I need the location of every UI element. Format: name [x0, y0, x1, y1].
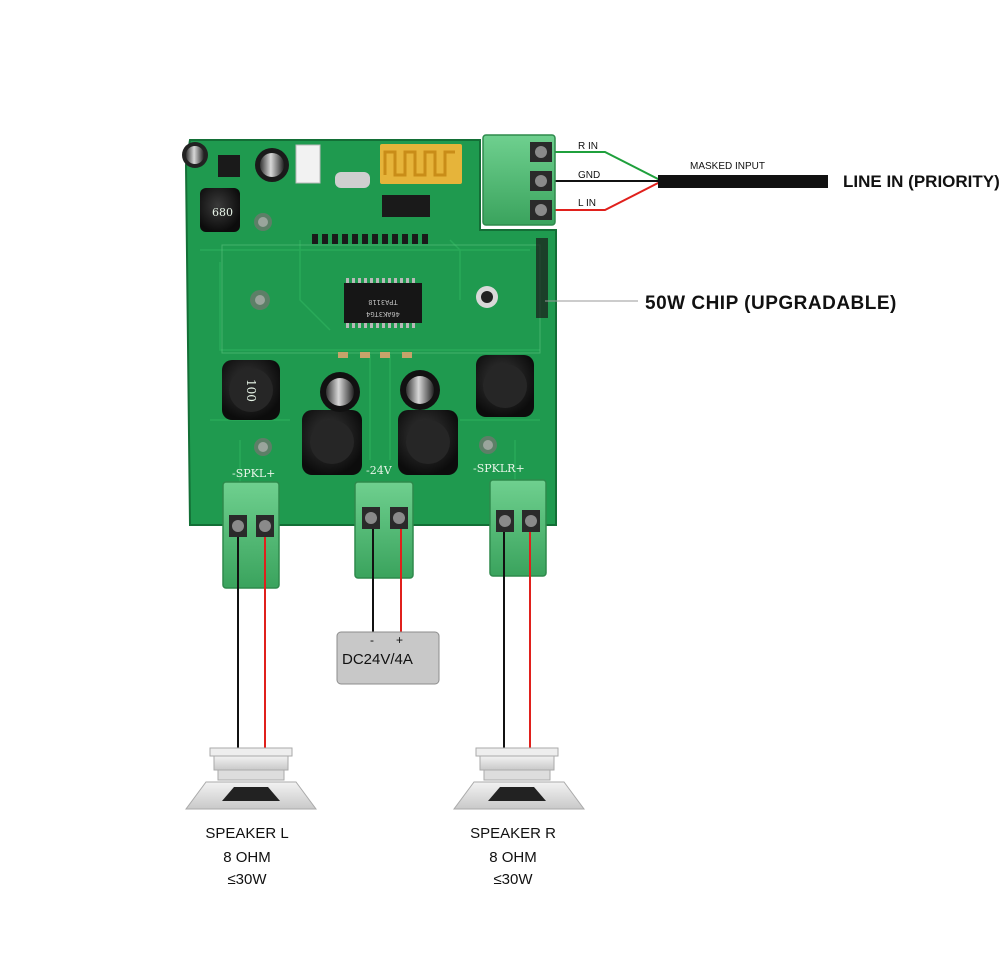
amplifier-chip: TPA3118 46AK3TG4: [344, 278, 422, 328]
l-in-label: L IN: [578, 198, 596, 209]
chip-marking-1: TPA3118: [368, 298, 398, 306]
spkl-silk-label: -SPKL+: [232, 467, 275, 480]
speaker-left-icon: [185, 747, 317, 810]
input-terminal-block: [482, 134, 556, 226]
speaker-left-name: SPEAKER L: [205, 825, 288, 842]
power-spec-label: DC24V/4A: [342, 651, 413, 668]
bluetooth-antenna: [380, 144, 462, 184]
speaker-and-power-wires: [237, 529, 531, 752]
power-inductors: 100: [222, 355, 534, 475]
gnd-label: GND: [578, 170, 600, 181]
speaker-left-power: ≤30W: [227, 871, 267, 888]
electrolytic-capacitors: [320, 370, 440, 412]
speaker-right-power: ≤30W: [493, 871, 533, 888]
power-plus-label: +: [396, 633, 403, 647]
power-supply-box: [336, 631, 440, 685]
chip-marking-2: 46AK3TG4: [366, 310, 400, 318]
v24-silk-label: -24V: [366, 464, 393, 477]
left-speaker-terminal: [222, 481, 280, 589]
power-terminal: [354, 481, 414, 579]
top-left-components: 680: [182, 142, 548, 318]
r-in-wire: [553, 151, 661, 181]
speaker-right-impedance: 8 OHM: [489, 849, 537, 866]
speaker-right-name: SPEAKER R: [470, 825, 556, 842]
inductor-680-marking: 680: [212, 206, 233, 219]
speaker-right-icon: [453, 747, 585, 810]
chip-label: 50W CHIP (UPGRADABLE): [645, 293, 897, 314]
line-in-cable: [658, 175, 828, 188]
line-in-label: LINE IN (PRIORITY): [843, 172, 1000, 191]
input-wires: [553, 151, 828, 211]
speaker-left-impedance: 8 OHM: [223, 849, 271, 866]
spklr-silk-label: -SPKLR+: [473, 462, 525, 475]
l-in-wire: [553, 181, 661, 211]
pcb-board: [184, 139, 557, 526]
masked-input-label: MASKED INPUT: [690, 161, 765, 172]
power-minus-label: -: [370, 633, 374, 647]
r-in-label: R IN: [578, 141, 598, 152]
coil-marking: 100: [244, 379, 258, 402]
right-speaker-terminal: [489, 479, 547, 577]
smd-capacitors: [338, 352, 412, 358]
